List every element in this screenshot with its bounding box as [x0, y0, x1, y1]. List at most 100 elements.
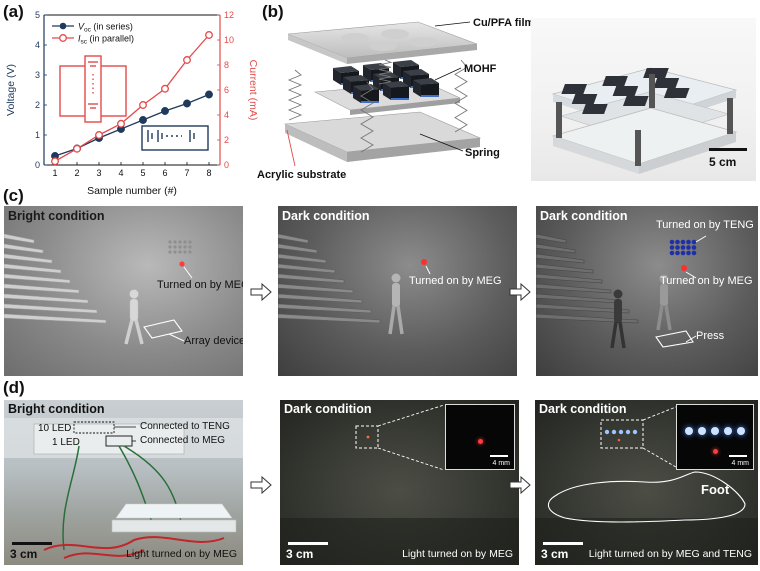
data-point-voltage [205, 90, 213, 99]
scene-dark-1-drawing [278, 233, 431, 335]
photo-dark-2-caption: Light turned on by MEG and TENG [588, 548, 752, 560]
zoom-line [642, 447, 682, 471]
led-dot [691, 245, 697, 250]
photo-dark-1-scale-label: 3 cm [286, 547, 314, 561]
led-dot [183, 250, 187, 254]
photo-bright-scalebar [12, 542, 52, 545]
teng-led-box [73, 421, 115, 434]
led-dot-zoom [724, 427, 732, 435]
photo-bright-title: Bright condition [8, 402, 105, 416]
person-figure [656, 274, 672, 331]
led-dot [173, 240, 177, 244]
zoom-source-box [600, 419, 644, 449]
stair-step [278, 243, 318, 254]
data-point-voltage [161, 107, 169, 115]
spring-coil [378, 59, 393, 85]
teng-led-array-off [168, 240, 192, 254]
y-right-tick-label: 6 [224, 85, 229, 95]
mohf-pad [561, 84, 587, 94]
x-tick-label: 6 [162, 168, 167, 178]
scene-dark-2-teng-label: Turned on by TENG [656, 219, 754, 231]
led-dot-zoom [711, 427, 719, 435]
series-line-current [54, 34, 210, 162]
meg-led [421, 259, 427, 265]
stair-step [278, 303, 372, 314]
zoom-line [642, 404, 682, 421]
x-tick-label: 7 [184, 168, 189, 178]
zoom-line [377, 447, 445, 471]
led-dot [178, 250, 182, 254]
y-right-tick-label: 0 [224, 160, 229, 170]
wire [62, 445, 80, 551]
legend-label-voltage: Voc (in series) [78, 22, 133, 34]
data-point-voltage [183, 99, 191, 108]
film-label: Cu/PFA film [473, 17, 535, 29]
spring-label-leader [419, 133, 464, 152]
led-dot [604, 429, 610, 435]
led-dot [611, 429, 617, 435]
led-dot [669, 245, 675, 250]
stair-step [536, 243, 576, 254]
connected-teng-label: Connected to TENG [140, 421, 230, 432]
inset-scale-label: 4 mm [492, 460, 511, 467]
right-arrow-icon [509, 283, 531, 301]
led-dot [168, 245, 172, 249]
legend-label-current: Isc (in parallel) [78, 34, 134, 46]
data-point-current [139, 101, 147, 109]
led-dot [183, 245, 187, 249]
foot-label: Foot [701, 482, 730, 497]
stair-step [278, 273, 345, 284]
mohf-pad [622, 96, 649, 106]
stair-step [4, 253, 53, 264]
mohf-pad [653, 78, 680, 88]
device-top-plate [115, 503, 233, 519]
led-dot [178, 240, 182, 244]
led-dot [669, 239, 675, 245]
stair-step [278, 283, 354, 294]
right-arrow-icon [250, 476, 272, 494]
photo-bright-caption: Light turned on by MEG [126, 548, 237, 560]
one-led-label: 1 LED [52, 437, 80, 448]
stair-step [536, 263, 594, 274]
photo-bright-drawing [4, 418, 243, 559]
ten-led-label: 10 LED [38, 423, 72, 434]
device-photo-scale-label: 5 cm [709, 155, 736, 169]
mohf-pad [582, 104, 608, 114]
right-arrow-icon [250, 283, 272, 301]
chart-legend: Voc (in series) Isc (in parallel) [52, 22, 134, 46]
stairs [4, 233, 107, 324]
device-exploded-diagram: Cu/PFA film MOHF Spring Acrylic substrat… [257, 17, 535, 181]
y-left-tick-label: 5 [35, 10, 40, 20]
data-point-current [117, 119, 125, 128]
scene-bright-title: Bright condition [8, 209, 105, 223]
x-tick-label: 8 [206, 168, 211, 178]
led-dot [691, 250, 697, 256]
meg-led-zoom [713, 449, 718, 454]
panel-a-letter: (a) [3, 2, 24, 21]
stair-step [4, 313, 107, 324]
red-wire [63, 549, 145, 559]
photo-bright-scale-label: 3 cm [10, 547, 38, 561]
panel-c-letter: (c) [3, 186, 24, 205]
mohf-pad [643, 68, 669, 78]
cu-pfa-film-layer [287, 21, 478, 64]
photo-dark-2-scale-label: 3 cm [541, 547, 569, 561]
data-point-current [51, 157, 59, 166]
scene-bright: Bright condition Turned on by MEG Array … [4, 206, 243, 376]
scene-bright-array-label: Array device [184, 335, 243, 347]
stair-step [4, 243, 44, 254]
stair-step [278, 253, 327, 264]
photo-bright: Bright condition 10 LED 1 LED Connected … [4, 400, 243, 565]
panel-d-letter: (d) [3, 378, 25, 397]
mohf-block [413, 78, 439, 97]
data-point-current [95, 131, 103, 139]
led-dot [173, 245, 177, 249]
x-tick-label: 2 [74, 168, 79, 178]
mohf-label-leader [434, 67, 462, 81]
data-point-current [73, 144, 81, 153]
spring-group [287, 59, 468, 153]
stair-step [4, 283, 80, 294]
acrylic-substrate-layer [283, 111, 482, 162]
stair-step [536, 233, 567, 244]
x-tick-label: 3 [96, 168, 101, 178]
